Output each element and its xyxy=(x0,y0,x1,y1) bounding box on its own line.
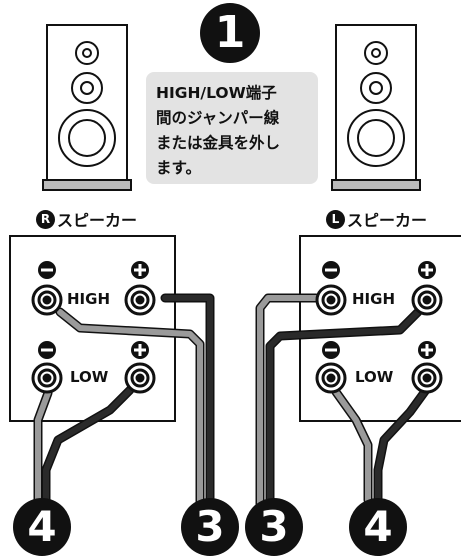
right-speaker-label: スピーカー xyxy=(57,211,138,230)
binding-posts xyxy=(31,284,443,394)
speaker-icon-right-channel xyxy=(42,24,132,191)
note-line-4: ます。 xyxy=(156,159,201,177)
note-line-2: 間のジャンパー線 xyxy=(156,109,280,127)
step-1-badge xyxy=(200,3,260,63)
step-4-number-left: 4 xyxy=(27,502,57,551)
note-line-3: または金具を外し xyxy=(156,134,281,152)
polarity-markers xyxy=(38,261,436,359)
instruction-note: HIGH/LOW端子 間のジャンパー線 または金具を外し ます。 xyxy=(146,72,318,184)
high-label-left-channel: HIGH xyxy=(352,290,396,308)
step-3-number-left: 3 xyxy=(195,502,225,551)
step-1-number: 1 xyxy=(214,7,246,58)
step-4-number-right: 4 xyxy=(363,502,393,551)
right-speaker-title: R スピーカー xyxy=(36,208,137,230)
step-badges-bottom xyxy=(13,498,407,556)
note-line-1: HIGH/LOW端子 xyxy=(156,84,277,102)
left-speaker-label: スピーカー xyxy=(347,211,428,230)
low-label-right-channel: LOW xyxy=(70,368,109,386)
high-label-right-channel: HIGH xyxy=(67,290,111,308)
r-channel-badge: R xyxy=(36,209,55,229)
l-channel-badge: L xyxy=(326,209,345,229)
wires-left-channel xyxy=(255,293,431,520)
low-label-left-channel: LOW xyxy=(355,368,394,386)
left-speaker-title: L スピーカー xyxy=(326,208,427,230)
speaker-icon-left-channel xyxy=(331,24,421,191)
wires-right-channel xyxy=(33,293,215,520)
step-3-number-right: 3 xyxy=(259,502,289,551)
